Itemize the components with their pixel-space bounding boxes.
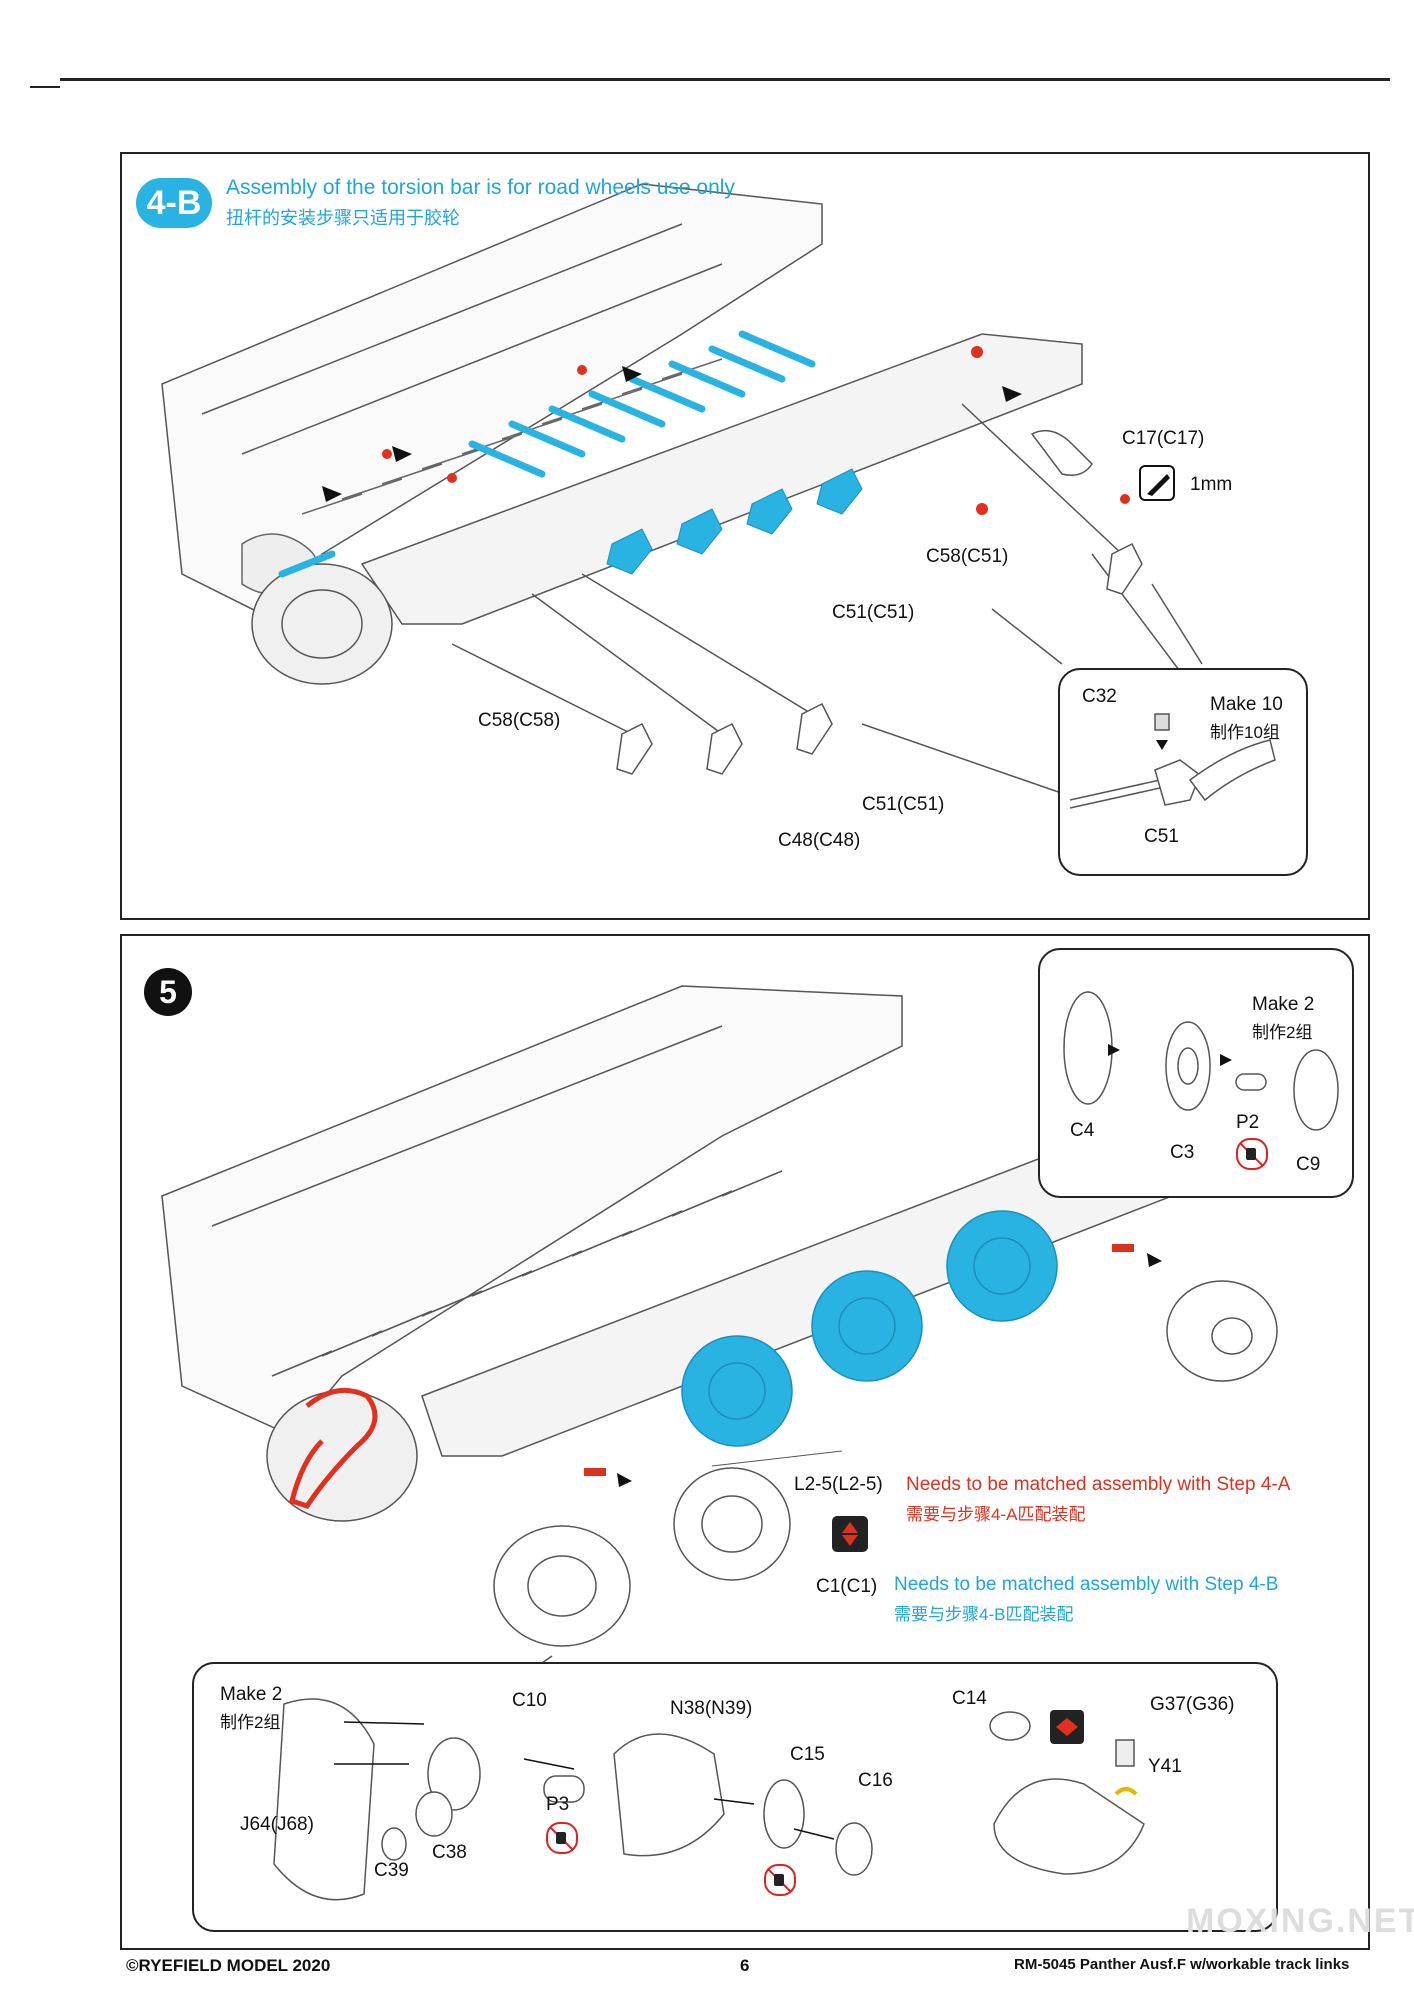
label-c58-top: C58(C51)	[926, 546, 1009, 567]
label-c58-left: C58(C58)	[478, 710, 561, 731]
step-5-panel: 5 Make 2 制作2组 C4 C3 P2 C9 L2-5(L2-5) Nee…	[120, 934, 1370, 1950]
label-j64: J64(J68)	[240, 1814, 314, 1835]
note-step-4b: Needs to be matched assembly with Step 4…	[894, 1574, 1279, 1595]
label-n38: N38(N39)	[670, 1698, 753, 1719]
label-c39: C39	[374, 1860, 409, 1881]
label-c38: C38	[432, 1842, 467, 1863]
wheel-exploded-drawing	[1063, 991, 1339, 1131]
step-title-zh: 扭杆的安装步骤只适用于胶轮	[226, 208, 460, 228]
label-c16: C16	[858, 1770, 893, 1791]
label-l2-5: L2-5(L2-5)	[794, 1474, 883, 1495]
watermark: MOXING.NET	[1186, 1902, 1414, 1940]
label-c9: C9	[1296, 1154, 1321, 1175]
label-c32: C32	[1082, 686, 1117, 707]
label-g37: G37(G36)	[1150, 1694, 1235, 1715]
label-c14: C14	[952, 1688, 987, 1709]
label-p2: P2	[1236, 1112, 1260, 1133]
make-10-inset: C32 Make 10 制作10组 C51	[1058, 668, 1308, 876]
make-count: Make 10	[1210, 694, 1283, 715]
make-count-zh: 制作10组	[1210, 723, 1280, 742]
footer-product: RM-5045 Panther Ausf.F w/workable track …	[1014, 1956, 1350, 1973]
footer-copyright: ©RYEFIELD MODEL 2020	[126, 1956, 331, 1975]
label-c17: C17(C17)	[1122, 428, 1205, 449]
step-4b-panel: 4-B Assembly of the torsion bar is for r…	[120, 152, 1370, 920]
step-title: Assembly of the torsion bar is for road …	[226, 176, 735, 199]
note-step-4b-zh: 需要与步骤4-B匹配装配	[894, 1605, 1074, 1624]
no-cement-icon	[1236, 1138, 1268, 1170]
label-c48: C48(C48)	[778, 830, 861, 851]
footer-page-number: 6	[740, 1956, 750, 1975]
label-c3: C3	[1170, 1142, 1195, 1163]
note-step-4a: Needs to be matched assembly with Step 4…	[906, 1474, 1291, 1495]
step-badge: 4-B	[136, 178, 212, 228]
hull-wheels-illustration	[161, 985, 1278, 1727]
wheel-make-2-inset: Make 2 制作2组 C4 C3 P2 C9	[1038, 948, 1354, 1198]
no-cement-icon-c16	[764, 1864, 796, 1896]
label-y41: Y41	[1148, 1756, 1182, 1777]
label-cut-length: 1mm	[1190, 474, 1233, 495]
no-cement-icon-p3	[546, 1822, 578, 1854]
label-c51-inset: C51	[1144, 826, 1179, 847]
label-p3: P3	[546, 1794, 570, 1815]
make-count-zh: 制作2组	[220, 1713, 281, 1732]
drive-exploded-drawing	[273, 1698, 1145, 1901]
hull-torsion-illustration	[161, 183, 1203, 815]
top-rule-mark	[30, 86, 60, 88]
make-count: Make 2	[1252, 994, 1315, 1015]
drive-make-2-inset: Make 2 制作2组 C10 N38(N39) C14 G37(G36) C1…	[192, 1662, 1278, 1932]
label-c15: C15	[790, 1744, 825, 1765]
label-c51-mid: C51(C51)	[832, 602, 915, 623]
label-c1: C1(C1)	[816, 1576, 878, 1597]
label-c10: C10	[512, 1690, 547, 1711]
c51-detail-drawing	[1069, 713, 1276, 809]
top-rule	[60, 78, 1390, 81]
step-badge: 5	[144, 968, 192, 1016]
make-count-zh: 制作2组	[1252, 1023, 1313, 1042]
label-c4: C4	[1070, 1120, 1095, 1141]
make-count: Make 2	[220, 1684, 283, 1705]
note-step-4a-zh: 需要与步骤4-A匹配装配	[906, 1505, 1086, 1524]
label-c51-bottom: C51(C51)	[862, 794, 945, 815]
